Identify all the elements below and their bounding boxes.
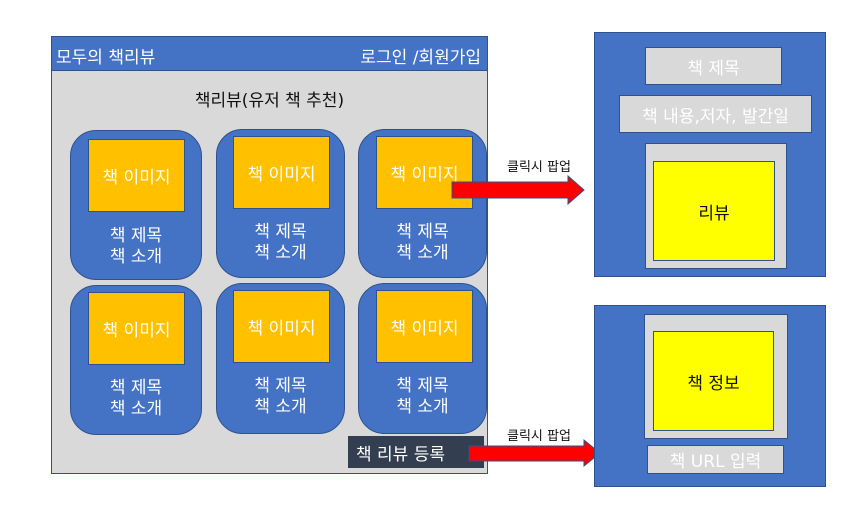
- book-intro: 책 소개: [254, 397, 307, 417]
- arrow-label: 클릭시 팝업: [507, 160, 571, 175]
- book-intro: 책 소개: [396, 243, 449, 263]
- book-text: 책 제목 책 소개: [359, 376, 486, 418]
- book-title: 책 제목: [396, 222, 449, 242]
- arrow-label: 클릭시 팝업: [507, 429, 571, 444]
- book-card[interactable]: 책 이미지 책 제목 책 소개: [216, 129, 345, 278]
- book-title: 책 제목: [109, 378, 163, 398]
- book-title: 책 제목: [254, 222, 307, 242]
- book-intro: 책 소개: [254, 243, 307, 263]
- book-card[interactable]: 책 이미지 책 제목 책 소개: [70, 285, 202, 435]
- book-url-input[interactable]: 책 URL 입력: [647, 445, 784, 474]
- book-text: 책 제목 책 소개: [217, 222, 344, 264]
- book-info-container: 책 정보: [644, 314, 788, 439]
- book-info-area: 책 정보: [653, 331, 774, 431]
- header-bar: 모두의 책리뷰 로그인 /회원가입: [51, 36, 488, 71]
- book-text: 책 제목 책 소개: [71, 378, 201, 420]
- section-title: 책리뷰(유저 책 추천): [194, 91, 345, 111]
- book-card[interactable]: 책 이미지 책 제목 책 소개: [70, 130, 202, 280]
- register-review-popup: 책 정보 책 URL 입력: [594, 305, 826, 487]
- book-title: 책 제목: [254, 376, 307, 396]
- register-review-button[interactable]: 책 리뷰 등록: [348, 436, 484, 468]
- book-image: 책 이미지: [88, 139, 185, 212]
- app-title: 모두의 책리뷰: [56, 48, 156, 68]
- book-card[interactable]: 책 이미지 책 제목 책 소개: [358, 129, 487, 278]
- review-area[interactable]: 리뷰: [653, 161, 775, 261]
- book-title: 책 제목: [396, 376, 449, 396]
- book-text: 책 제목 책 소개: [359, 222, 486, 264]
- login-signup-link[interactable]: 로그인 /회원가입: [360, 48, 481, 68]
- book-card[interactable]: 책 이미지 책 제목 책 소개: [358, 283, 487, 434]
- book-image: 책 이미지: [376, 290, 473, 363]
- book-text: 책 제목 책 소개: [217, 376, 344, 418]
- right-arrow-icon: [451, 174, 585, 206]
- book-intro: 책 소개: [109, 247, 163, 267]
- book-image: 책 이미지: [233, 136, 330, 209]
- book-detail-popup: 책 제목 책 내용,저자, 발간일 리뷰: [594, 32, 826, 277]
- book-intro: 책 소개: [109, 399, 163, 419]
- right-arrow-icon: [468, 438, 601, 468]
- book-text: 책 제목 책 소개: [71, 226, 201, 268]
- book-intro: 책 소개: [396, 397, 449, 417]
- book-image: 책 이미지: [233, 290, 330, 363]
- book-title: 책 제목: [109, 226, 163, 246]
- popup-book-info: 책 내용,저자, 발간일: [619, 95, 812, 133]
- book-card[interactable]: 책 이미지 책 제목 책 소개: [216, 283, 345, 434]
- book-image: 책 이미지: [88, 292, 185, 365]
- popup-book-title: 책 제목: [645, 47, 782, 85]
- review-container: 리뷰: [645, 143, 787, 269]
